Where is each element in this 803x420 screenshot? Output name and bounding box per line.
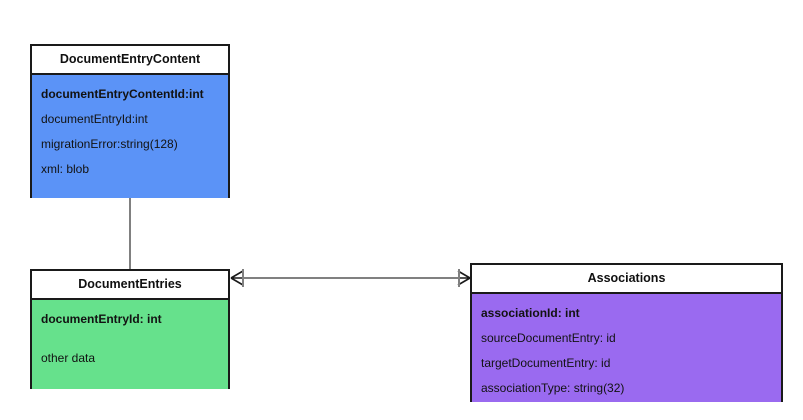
attribute-row: sourceDocumentEntry: id: [481, 331, 616, 345]
entity-title-associations: Associations: [472, 265, 781, 294]
attribute-row: targetDocumentEntry: id: [481, 356, 611, 370]
attribute-row: other data: [41, 351, 96, 365]
entity-associations[interactable]: Associations associationId: int sourceDo…: [470, 263, 783, 402]
entity-document-entries[interactable]: DocumentEntries documentEntryId: int oth…: [30, 269, 230, 389]
entity-title-document-entry-content: DocumentEntryContent: [32, 46, 228, 75]
crows-foot-left-icon: [230, 269, 244, 287]
entity-title-document-entries: DocumentEntries: [32, 271, 228, 300]
attribute-row: documentEntryId:int: [41, 112, 148, 126]
entity-attributes-associations: associationId: int sourceDocumentEntry: …: [472, 294, 781, 402]
attribute-row: associationId: int: [481, 306, 580, 320]
entity-attributes-document-entry-content: documentEntryContentId:int documentEntry…: [32, 75, 228, 198]
attribute-row: documentEntryId: int: [41, 312, 162, 326]
crows-foot-right-icon: [457, 269, 471, 287]
attribute-row: documentEntryContentId:int: [41, 87, 204, 101]
attribute-row: xml: blob: [41, 162, 90, 176]
attribute-row: associationType: string(32): [481, 381, 625, 395]
entity-document-entry-content[interactable]: DocumentEntryContent documentEntryConten…: [30, 44, 230, 198]
attribute-row: migrationError:string(128): [41, 137, 178, 151]
entity-attributes-document-entries: documentEntryId: int other data: [32, 300, 228, 389]
relationship-entries-to-associations[interactable]: [230, 269, 471, 287]
